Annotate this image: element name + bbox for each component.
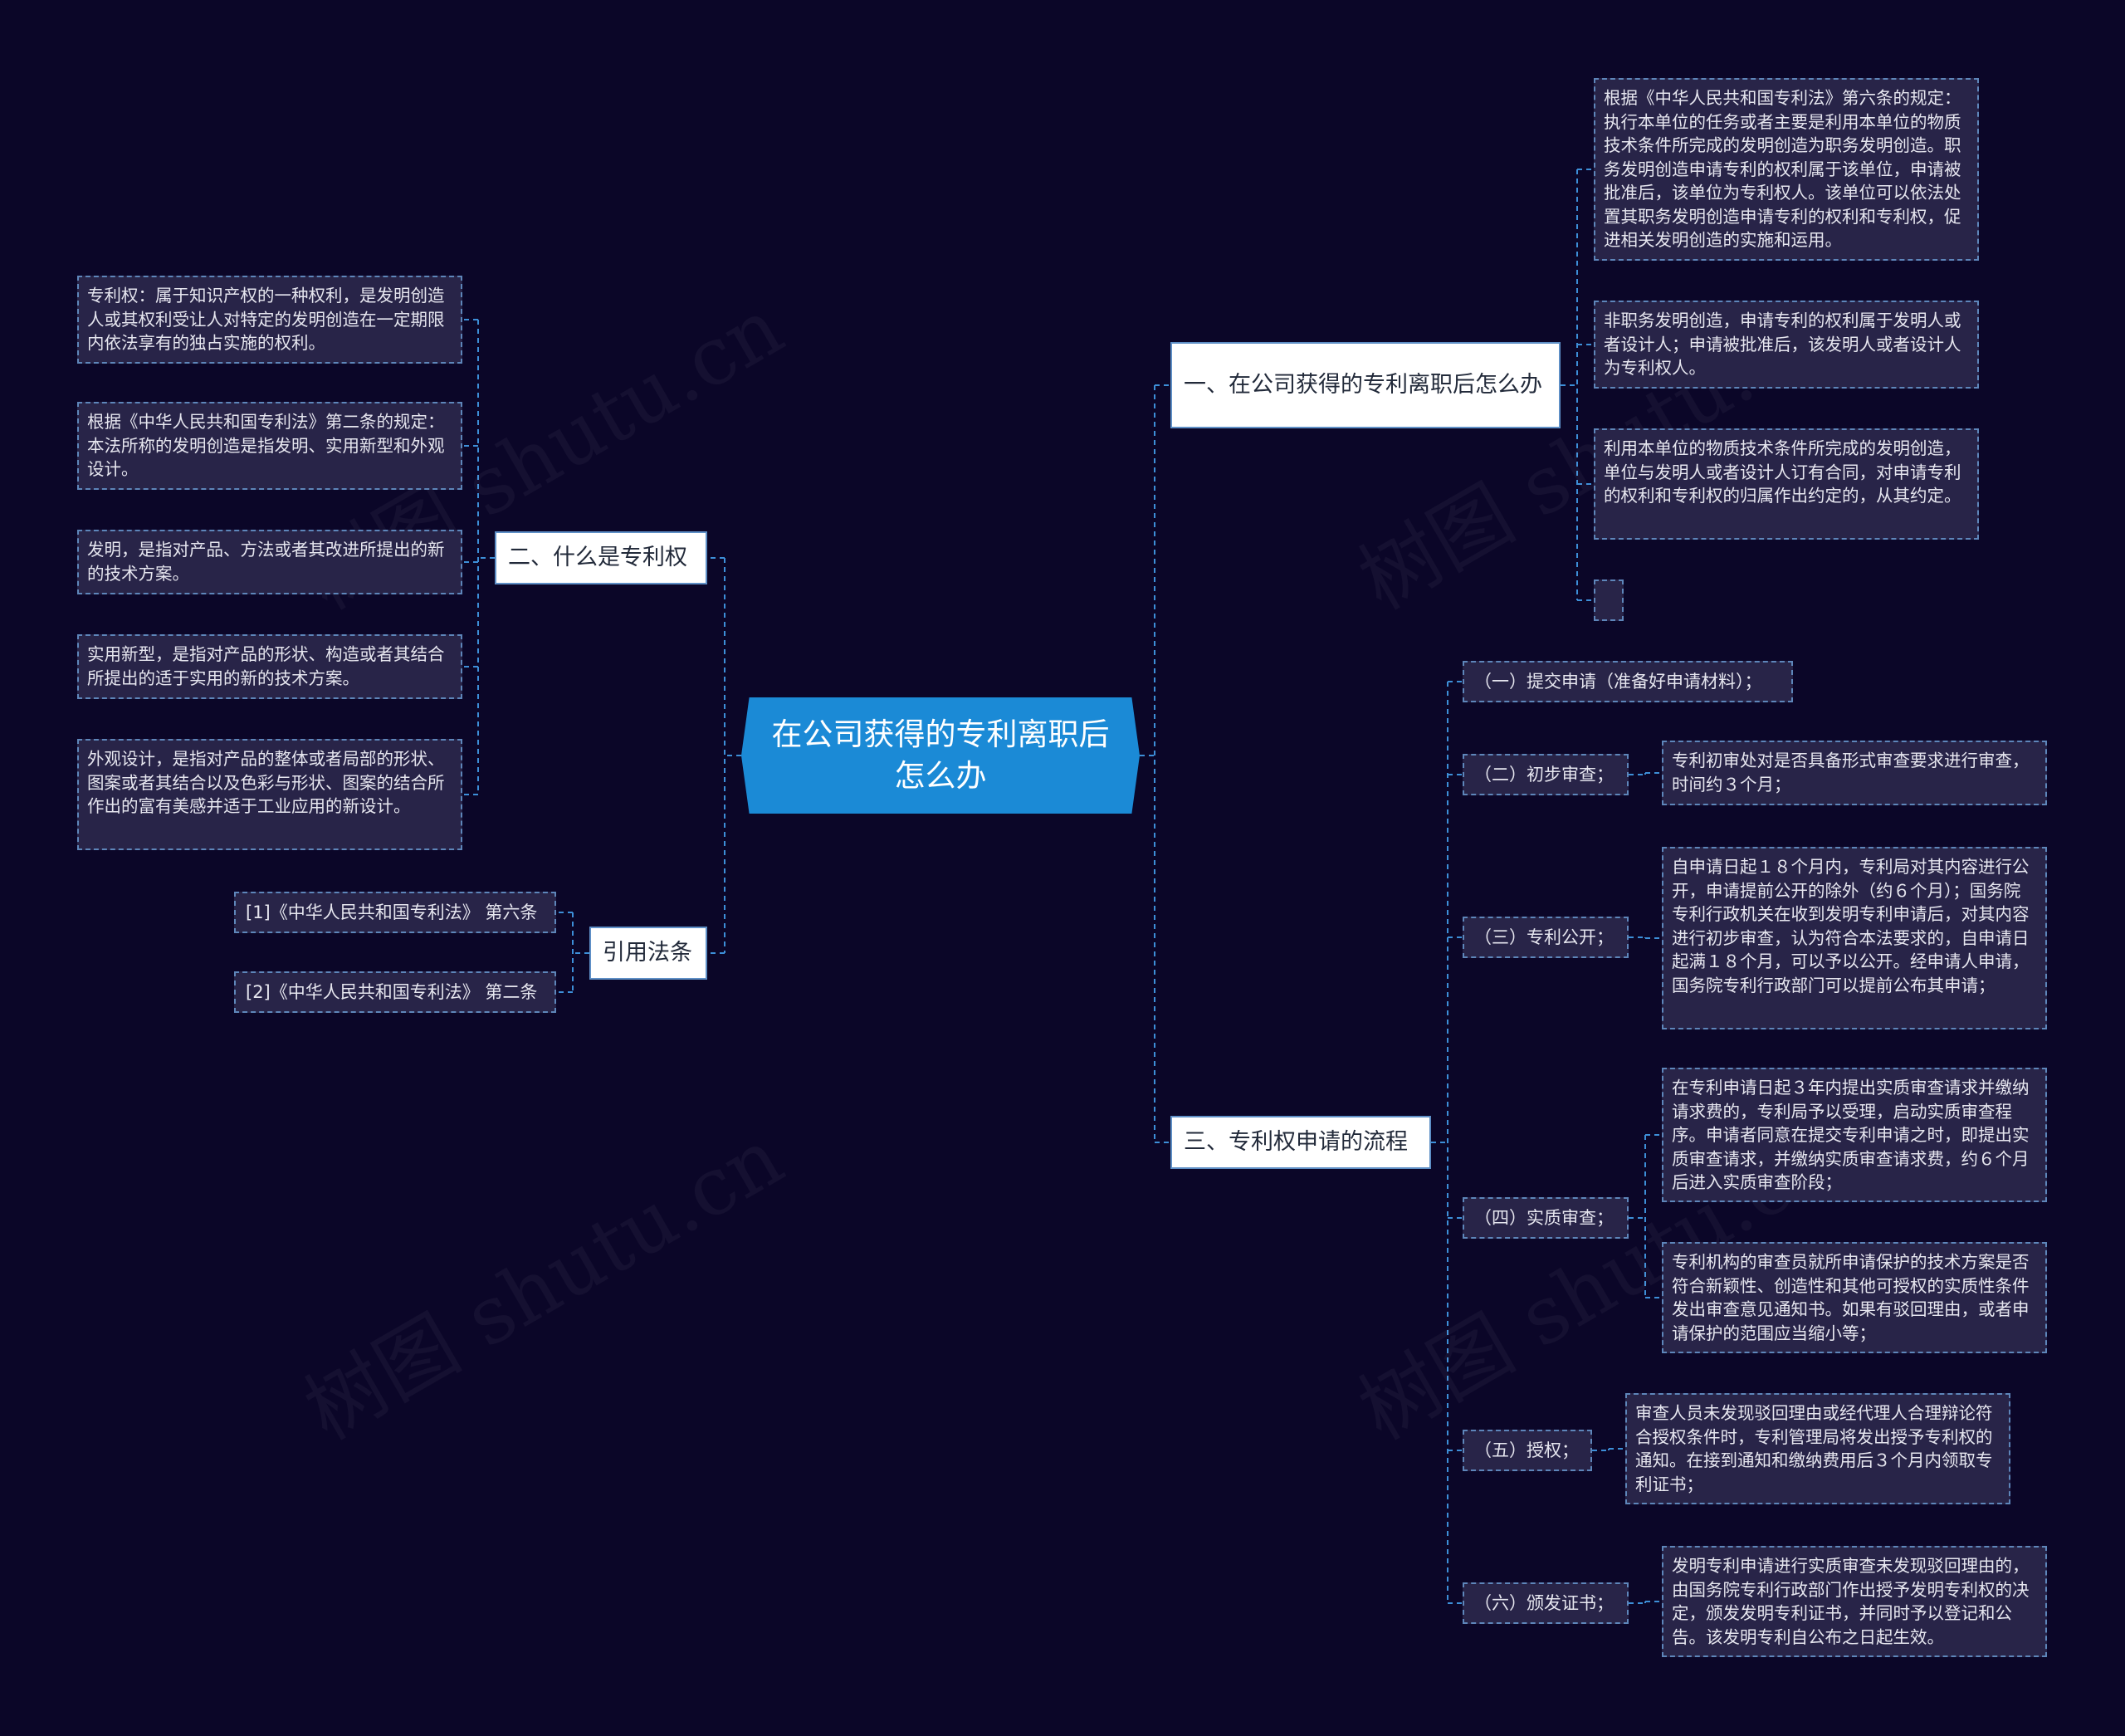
branch-after-resignation[interactable]: 一、在公司获得的专利离职后怎么办 xyxy=(1170,342,1561,428)
leaf-patent-right-definition[interactable]: 专利权：属于知识产权的一种权利，是发明创造人或其权利受让人对特定的发明创造在一定… xyxy=(77,276,462,364)
detail-certificate[interactable]: 发明专利申请进行实质审查未发现驳回理由的，由国务院专利行政部门作出授予发明专利权… xyxy=(1662,1546,2047,1657)
leaf-cited-law-article-2[interactable]: [2]《中华人民共和国专利法》 第二条 xyxy=(234,971,556,1013)
detail-publication[interactable]: 自申请日起１８个月内，专利局对其内容进行公开，申请提前公开的除外（约６个月）；国… xyxy=(1662,847,2047,1029)
step-preliminary-review[interactable]: （二）初步审查； xyxy=(1463,754,1629,795)
branch-what-is-patent[interactable]: 二、什么是专利权 xyxy=(495,531,707,584)
leaf-non-service-invention[interactable]: 非职务发明创造，申请专利的权利属于发明人或者设计人；申请被批准后，该发明人或者设… xyxy=(1594,301,1979,389)
step-submit-application[interactable]: （一）提交申请（准备好申请材料）； xyxy=(1463,661,1793,702)
leaf-service-invention[interactable]: 根据《中华人民共和国专利法》第六条的规定：执行本单位的任务或者主要是利用本单位的… xyxy=(1594,78,1979,261)
detail-examiner-opinion[interactable]: 专利机构的审查员就所申请保护的技术方案是否符合新颖性、创造性和其他可授权的实质性… xyxy=(1662,1242,2047,1353)
step-publication[interactable]: （三）专利公开； xyxy=(1463,917,1629,958)
leaf-utility-model-definition[interactable]: 实用新型，是指对产品的形状、构造或者其结合所提出的适于实用的新的技术方案。 xyxy=(77,634,462,699)
leaf-empty[interactable] xyxy=(1594,579,1624,621)
detail-substantive-request[interactable]: 在专利申请日起３年内提出实质审查请求并缴纳请求费的，专利局予以受理，启动实质审查… xyxy=(1662,1068,2047,1202)
step-certificate-issuance[interactable]: （六）颁发证书； xyxy=(1463,1582,1629,1624)
detail-preliminary-review[interactable]: 专利初审处对是否具备形式审查要求进行审查，时间约３个月； xyxy=(1662,741,2047,805)
leaf-cited-law-article-6[interactable]: [1]《中华人民共和国专利法》 第六条 xyxy=(234,892,556,933)
detail-authorization[interactable]: 审查人员未发现驳回理由或经代理人合理辩论符合授权条件时，专利管理局将发出授予专利… xyxy=(1625,1393,2010,1504)
branch-application-process[interactable]: 三、专利权申请的流程 xyxy=(1170,1116,1431,1169)
step-authorization[interactable]: （五）授权； xyxy=(1463,1430,1592,1471)
leaf-contract-agreement[interactable]: 利用本单位的物质技术条件所完成的发明创造，单位与发明人或者设计人订有合同，对申请… xyxy=(1594,428,1979,540)
leaf-design-definition[interactable]: 外观设计，是指对产品的整体或者局部的形状、图案或者其结合以及色彩与形状、图案的结… xyxy=(77,739,462,850)
root-topic[interactable]: 在公司获得的专利离职后怎么办 xyxy=(741,697,1140,814)
leaf-patent-law-article-2[interactable]: 根据《中华人民共和国专利法》第二条的规定：本法所称的发明创造是指发明、实用新型和… xyxy=(77,402,462,490)
step-substantive-review[interactable]: （四）实质审查； xyxy=(1463,1197,1629,1239)
leaf-invention-definition[interactable]: 发明，是指对产品、方法或者其改进所提出的新的技术方案。 xyxy=(77,530,462,594)
branch-cited-laws[interactable]: 引用法条 xyxy=(589,927,707,980)
